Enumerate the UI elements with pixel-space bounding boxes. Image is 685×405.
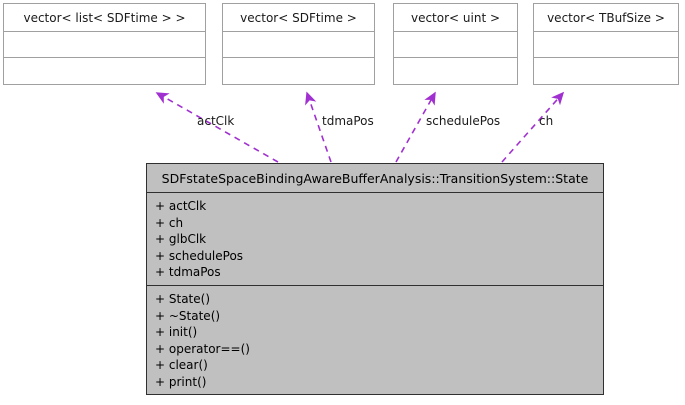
attribute-row: + ch (155, 215, 184, 230)
edge-label-ch: ch (539, 114, 554, 128)
class-node-attributes-compartment (4, 32, 205, 58)
class-node-operations-compartment (534, 58, 678, 84)
attribute-row: + schedulePos (155, 248, 244, 263)
class-node-attributes-compartment (394, 32, 517, 58)
class-node-attributes-compartment (534, 32, 678, 58)
class-node-operations-compartment (223, 58, 374, 84)
class-node-vector-uint[interactable]: vector< uint > (393, 3, 518, 85)
edge-label-schedulepos: schedulePos (426, 114, 501, 128)
attribute-row: + actClk (155, 199, 207, 214)
edge-label-actclk: actClk (197, 114, 235, 128)
attribute-row: + glbClk (155, 232, 207, 247)
class-node-operations-compartment (394, 58, 517, 84)
attribute-row: + tdmaPos (155, 265, 221, 280)
main-class-attributes-compartment: + actClk + ch + glbClk + schedulePos + t… (147, 193, 603, 287)
edge-label-tdmapos: tdmaPos (322, 114, 374, 128)
operation-row: + State() (155, 292, 210, 307)
edge-ch (501, 91, 565, 163)
operation-row: + ~State() (155, 308, 221, 323)
class-node-vector-tbufsize[interactable]: vector< TBufSize > (533, 3, 679, 85)
class-node-title: vector< TBufSize > (534, 4, 678, 32)
class-node-vector-sdftime[interactable]: vector< SDFtime > (222, 3, 375, 85)
class-node-vector-list-sdftime[interactable]: vector< list< SDFtime > > (3, 3, 206, 85)
class-node-attributes-compartment (223, 32, 374, 58)
operation-row: + init() (155, 325, 198, 340)
class-node-title: vector< uint > (394, 4, 517, 32)
operation-row: + print() (155, 374, 207, 389)
operation-row: + clear() (155, 358, 208, 373)
main-class-title: SDFstateSpaceBindingAwareBufferAnalysis:… (147, 164, 603, 194)
operation-row: + operator==() (155, 341, 250, 356)
main-class-operations-compartment: + State() + ~State() + init() + operator… (147, 286, 603, 394)
class-node-title: vector< SDFtime > (223, 4, 374, 32)
class-node-title: vector< list< SDFtime > > (4, 4, 205, 32)
class-node-operations-compartment (4, 58, 205, 84)
class-node-transitionsystem-state[interactable]: SDFstateSpaceBindingAwareBufferAnalysis:… (146, 163, 604, 395)
